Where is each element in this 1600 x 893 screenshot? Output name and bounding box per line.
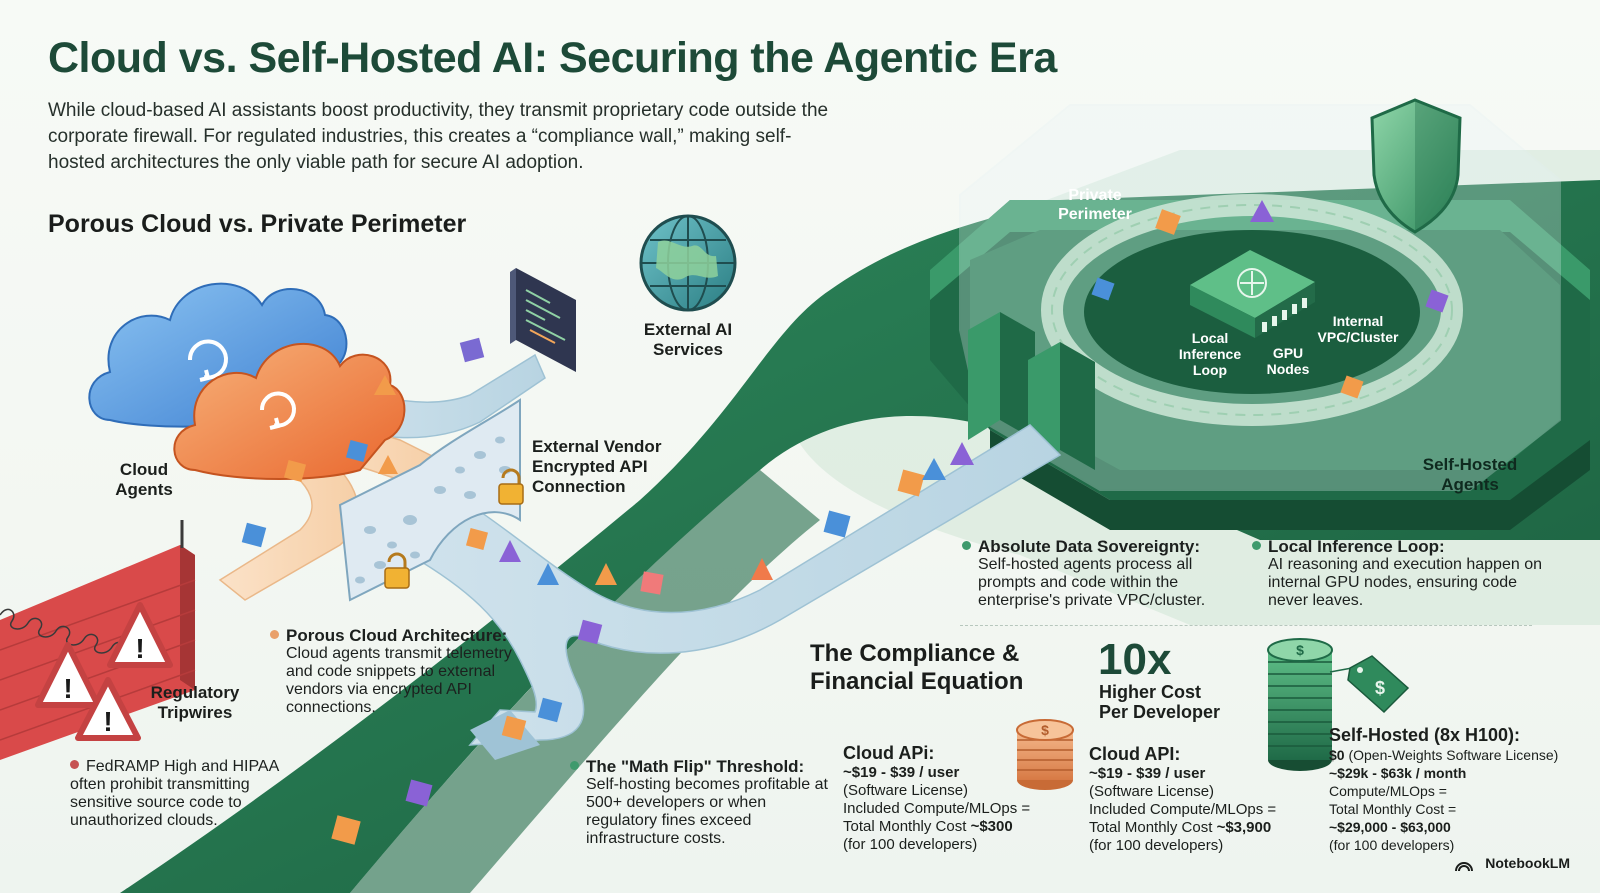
coin-stack-large-icon: $: [1267, 638, 1333, 771]
padlock-icon: [498, 468, 524, 505]
code-window-icon: [510, 268, 576, 372]
note-local-loop: Local Inference Loop: AI reasoning and e…: [1252, 538, 1542, 610]
porous-wall: [338, 398, 521, 602]
globe-icon: [639, 214, 737, 312]
equation-title: The Compliance &Financial Equation: [810, 640, 1024, 695]
bullet-icon: [962, 541, 971, 550]
price-col-cloud-api-1: Cloud APi: ~$19 - $39 / user (Software L…: [843, 743, 1031, 853]
note-fedramp: FedRAMP High and HIPAA often prohibit tr…: [70, 758, 279, 829]
section-divider: [960, 625, 1532, 627]
note-porous: Porous Cloud Architecture: Cloud agents …: [270, 627, 540, 717]
svg-text:!: !: [63, 673, 72, 704]
shield-icon: [1370, 98, 1462, 234]
bullet-icon: [1252, 541, 1261, 550]
price-tag-icon: $: [1329, 655, 1410, 714]
warning-icon-2: !: [35, 642, 101, 708]
coin-stack-small-icon: $: [1016, 719, 1074, 790]
padlock-icon-2: [384, 552, 410, 589]
svg-text:!: !: [103, 706, 112, 737]
bullet-icon: [570, 761, 579, 770]
svg-text:$: $: [1296, 642, 1304, 658]
multiplier-value: 10x: [1098, 635, 1172, 684]
private-perimeter-fortress: [930, 98, 1590, 530]
data-tokens: [241, 375, 974, 845]
svg-text:!: !: [135, 633, 144, 664]
loop-tokens: [1091, 200, 1449, 399]
price-col-self-hosted: Self-Hosted (8x H100): $0 (Open-Weights …: [1329, 725, 1559, 853]
note-math-flip: The "Math Flip" Threshold: Self-hosting …: [570, 758, 835, 848]
price-col-cloud-api-2: Cloud API: ~$19 - $39 / user (Software L…: [1089, 744, 1277, 854]
page-title: Cloud vs. Self-Hosted AI: Securing the A…: [48, 34, 1057, 82]
cloud-orange-icon: [173, 342, 406, 480]
notebooklm-logo: [1455, 862, 1473, 872]
warning-icon-3: !: [75, 677, 141, 741]
svg-text:$: $: [1375, 678, 1385, 698]
intro-paragraph: While cloud-based AI assistants boost pr…: [48, 100, 829, 173]
bullet-icon: [70, 760, 79, 769]
section-title: Porous Cloud vs. Private Perimeter: [48, 210, 467, 238]
brand-label: NotebookLM: [1485, 855, 1570, 871]
note-sovereignty: Absolute Data Sovereignty: Self-hosted a…: [962, 538, 1237, 610]
svg-text:$: $: [1041, 722, 1049, 738]
bullet-icon: [270, 630, 279, 639]
warning-icon: !: [107, 602, 173, 668]
